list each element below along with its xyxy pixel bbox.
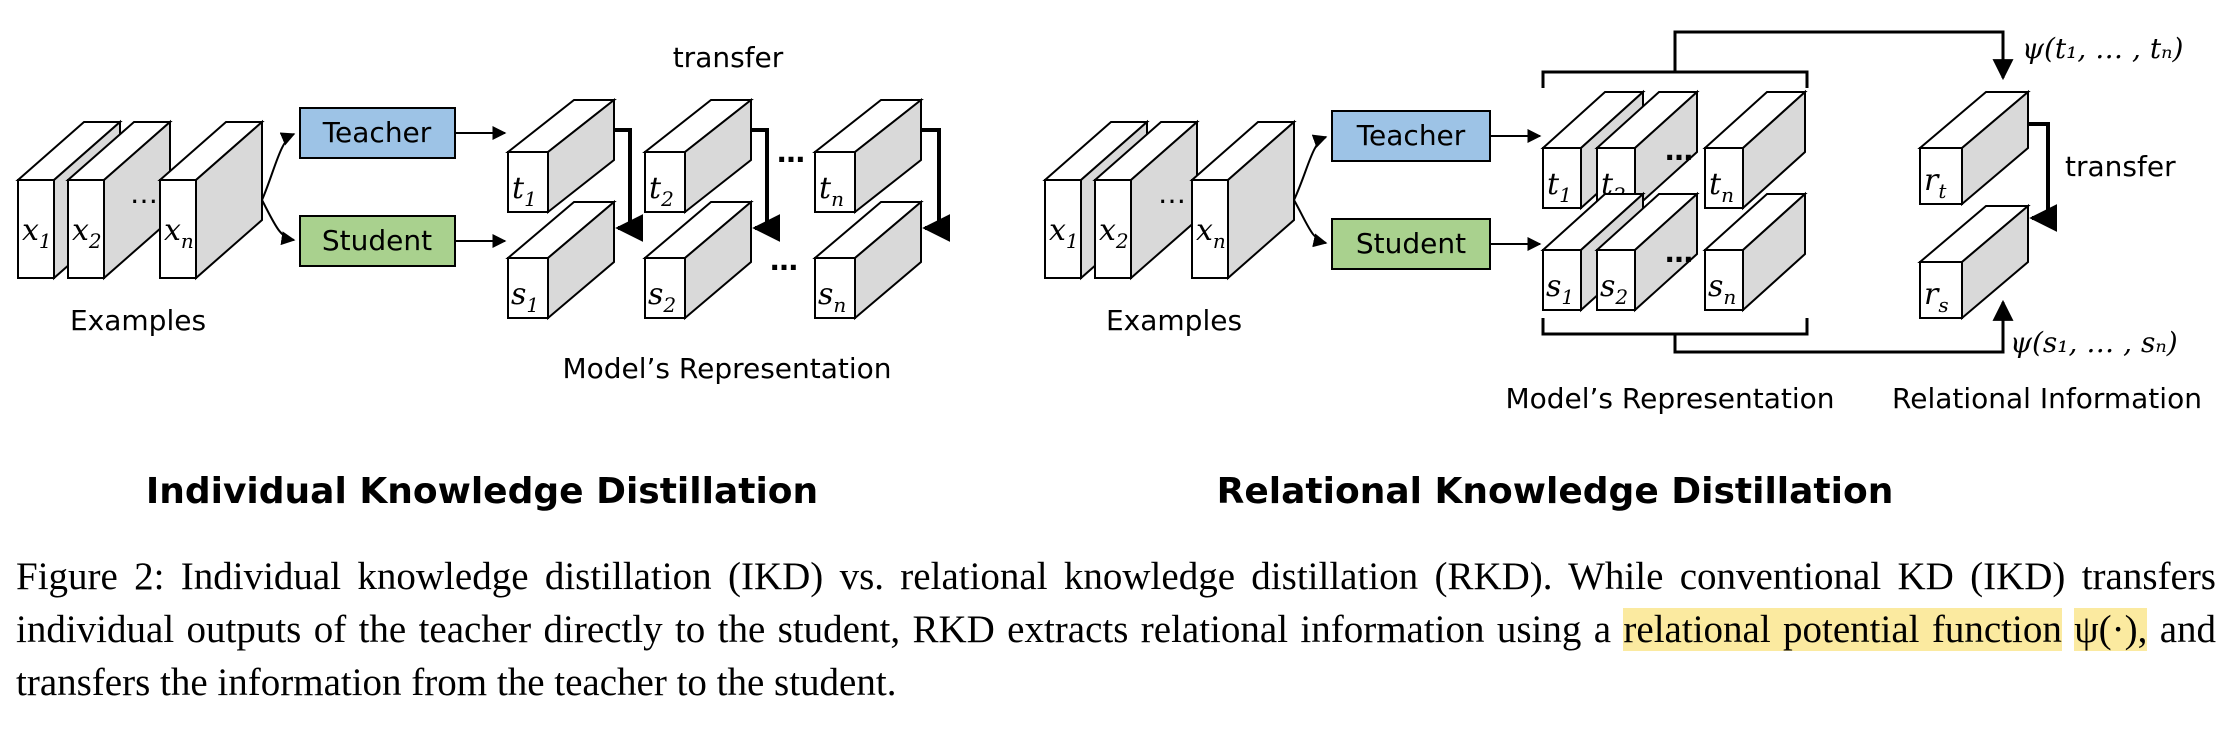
- ikd-title: Individual Knowledge Distillation: [146, 471, 818, 512]
- svg-text:rs: rs: [1924, 277, 1949, 317]
- psi-t-label: ψ(t₁, … , tₙ): [2022, 32, 2183, 65]
- rkd-student-box: [1331, 218, 1491, 270]
- student-outputs-ellipsis: …: [770, 244, 798, 277]
- transfer-arrow-1: [614, 128, 644, 242]
- student-output-s2: s2: [642, 199, 754, 321]
- rkd-teacher-box: [1331, 110, 1491, 162]
- relational-cube-rs: rs: [1917, 203, 2031, 321]
- teacher-group-bracket: [1541, 70, 1809, 88]
- relational-info-label: Relational Information: [1892, 382, 2202, 415]
- transfer-arrow-n: [921, 128, 951, 242]
- rkd-representation-label: Model’s Representation: [1505, 382, 1834, 415]
- teacher-label: Teacher: [322, 116, 432, 149]
- rkd-title: Relational Knowledge Distillation: [1217, 471, 1894, 512]
- example-cube-n: xn: [157, 119, 265, 281]
- svg-text:…: …: [1665, 134, 1693, 167]
- ikd-panel: x1 x2 … xn Examples Teacher Student: [15, 41, 951, 512]
- example-cube-2: x2: [65, 119, 173, 281]
- caption-part1: Figure 2: Individual knowledge distillat…: [16, 555, 2216, 651]
- transfer-arrow-2: [751, 128, 781, 242]
- rkd-teacher-label: Teacher: [1356, 119, 1466, 152]
- examples-label: Examples: [70, 304, 206, 337]
- teacher-output-t1: t1: [505, 97, 617, 215]
- rkd-example-cube-n: xn: [1189, 119, 1297, 281]
- svg-text:x1: x1: [1049, 213, 1079, 253]
- caption-part2: and transfers the information from the t…: [16, 608, 2217, 704]
- transfer-label: transfer: [673, 41, 784, 74]
- figure-caption: Figure 2: Individual knowledge distillat…: [16, 550, 2216, 709]
- student-group-bracket: [1541, 318, 1809, 336]
- example-label-x1: x1: [22, 213, 52, 253]
- rkd-transfer-label: transfer: [2065, 150, 2176, 183]
- rkd-student-label: Student: [1356, 227, 1466, 260]
- examples-ellipsis: …: [130, 177, 158, 210]
- student-relation-arrow: [1673, 299, 2014, 354]
- student-label: Student: [322, 224, 432, 257]
- rkd-figure-diagram: x1 x2 … xn Examples Teacher Student: [15, 30, 2202, 512]
- relational-transfer-arrow: [2028, 122, 2058, 232]
- psi-s-label: ψ(s₁, … , sₙ): [2010, 326, 2178, 359]
- caption-highlight-text: relational potential function: [1623, 608, 2062, 651]
- svg-text:…: …: [1665, 236, 1693, 269]
- teacher-output-tn: tn: [812, 97, 924, 215]
- rkd-example-cube-2: x2: [1092, 119, 1200, 281]
- teacher-output-t2: t2: [642, 97, 754, 215]
- student-output-sn: sn: [812, 199, 924, 321]
- svg-text:xn: xn: [1196, 213, 1226, 253]
- caption-highlight-math: ψ(·),: [2074, 608, 2148, 651]
- representation-label: Model’s Representation: [562, 352, 891, 385]
- student-output-s1: s1: [505, 199, 617, 321]
- rkd-student-output-s2: s2: [1594, 191, 1700, 313]
- relational-cube-rt: rt: [1917, 89, 2031, 207]
- teacher-relation-arrow: [1673, 30, 2014, 81]
- rkd-examples-label: Examples: [1106, 304, 1242, 337]
- teacher-box: [299, 107, 456, 159]
- svg-text:…: …: [1158, 177, 1186, 210]
- rkd-panel: x1 x2 … xn Examples Teacher Student: [1042, 30, 2202, 512]
- svg-text:sn: sn: [818, 277, 846, 317]
- teacher-outputs-ellipsis: …: [777, 136, 805, 169]
- rkd-student-output-sn: sn: [1702, 191, 1808, 313]
- arrow-to-student: [261, 199, 296, 246]
- arrow-to-teacher: [261, 132, 296, 201]
- rkd-teacher-output-tn: tn: [1702, 89, 1808, 211]
